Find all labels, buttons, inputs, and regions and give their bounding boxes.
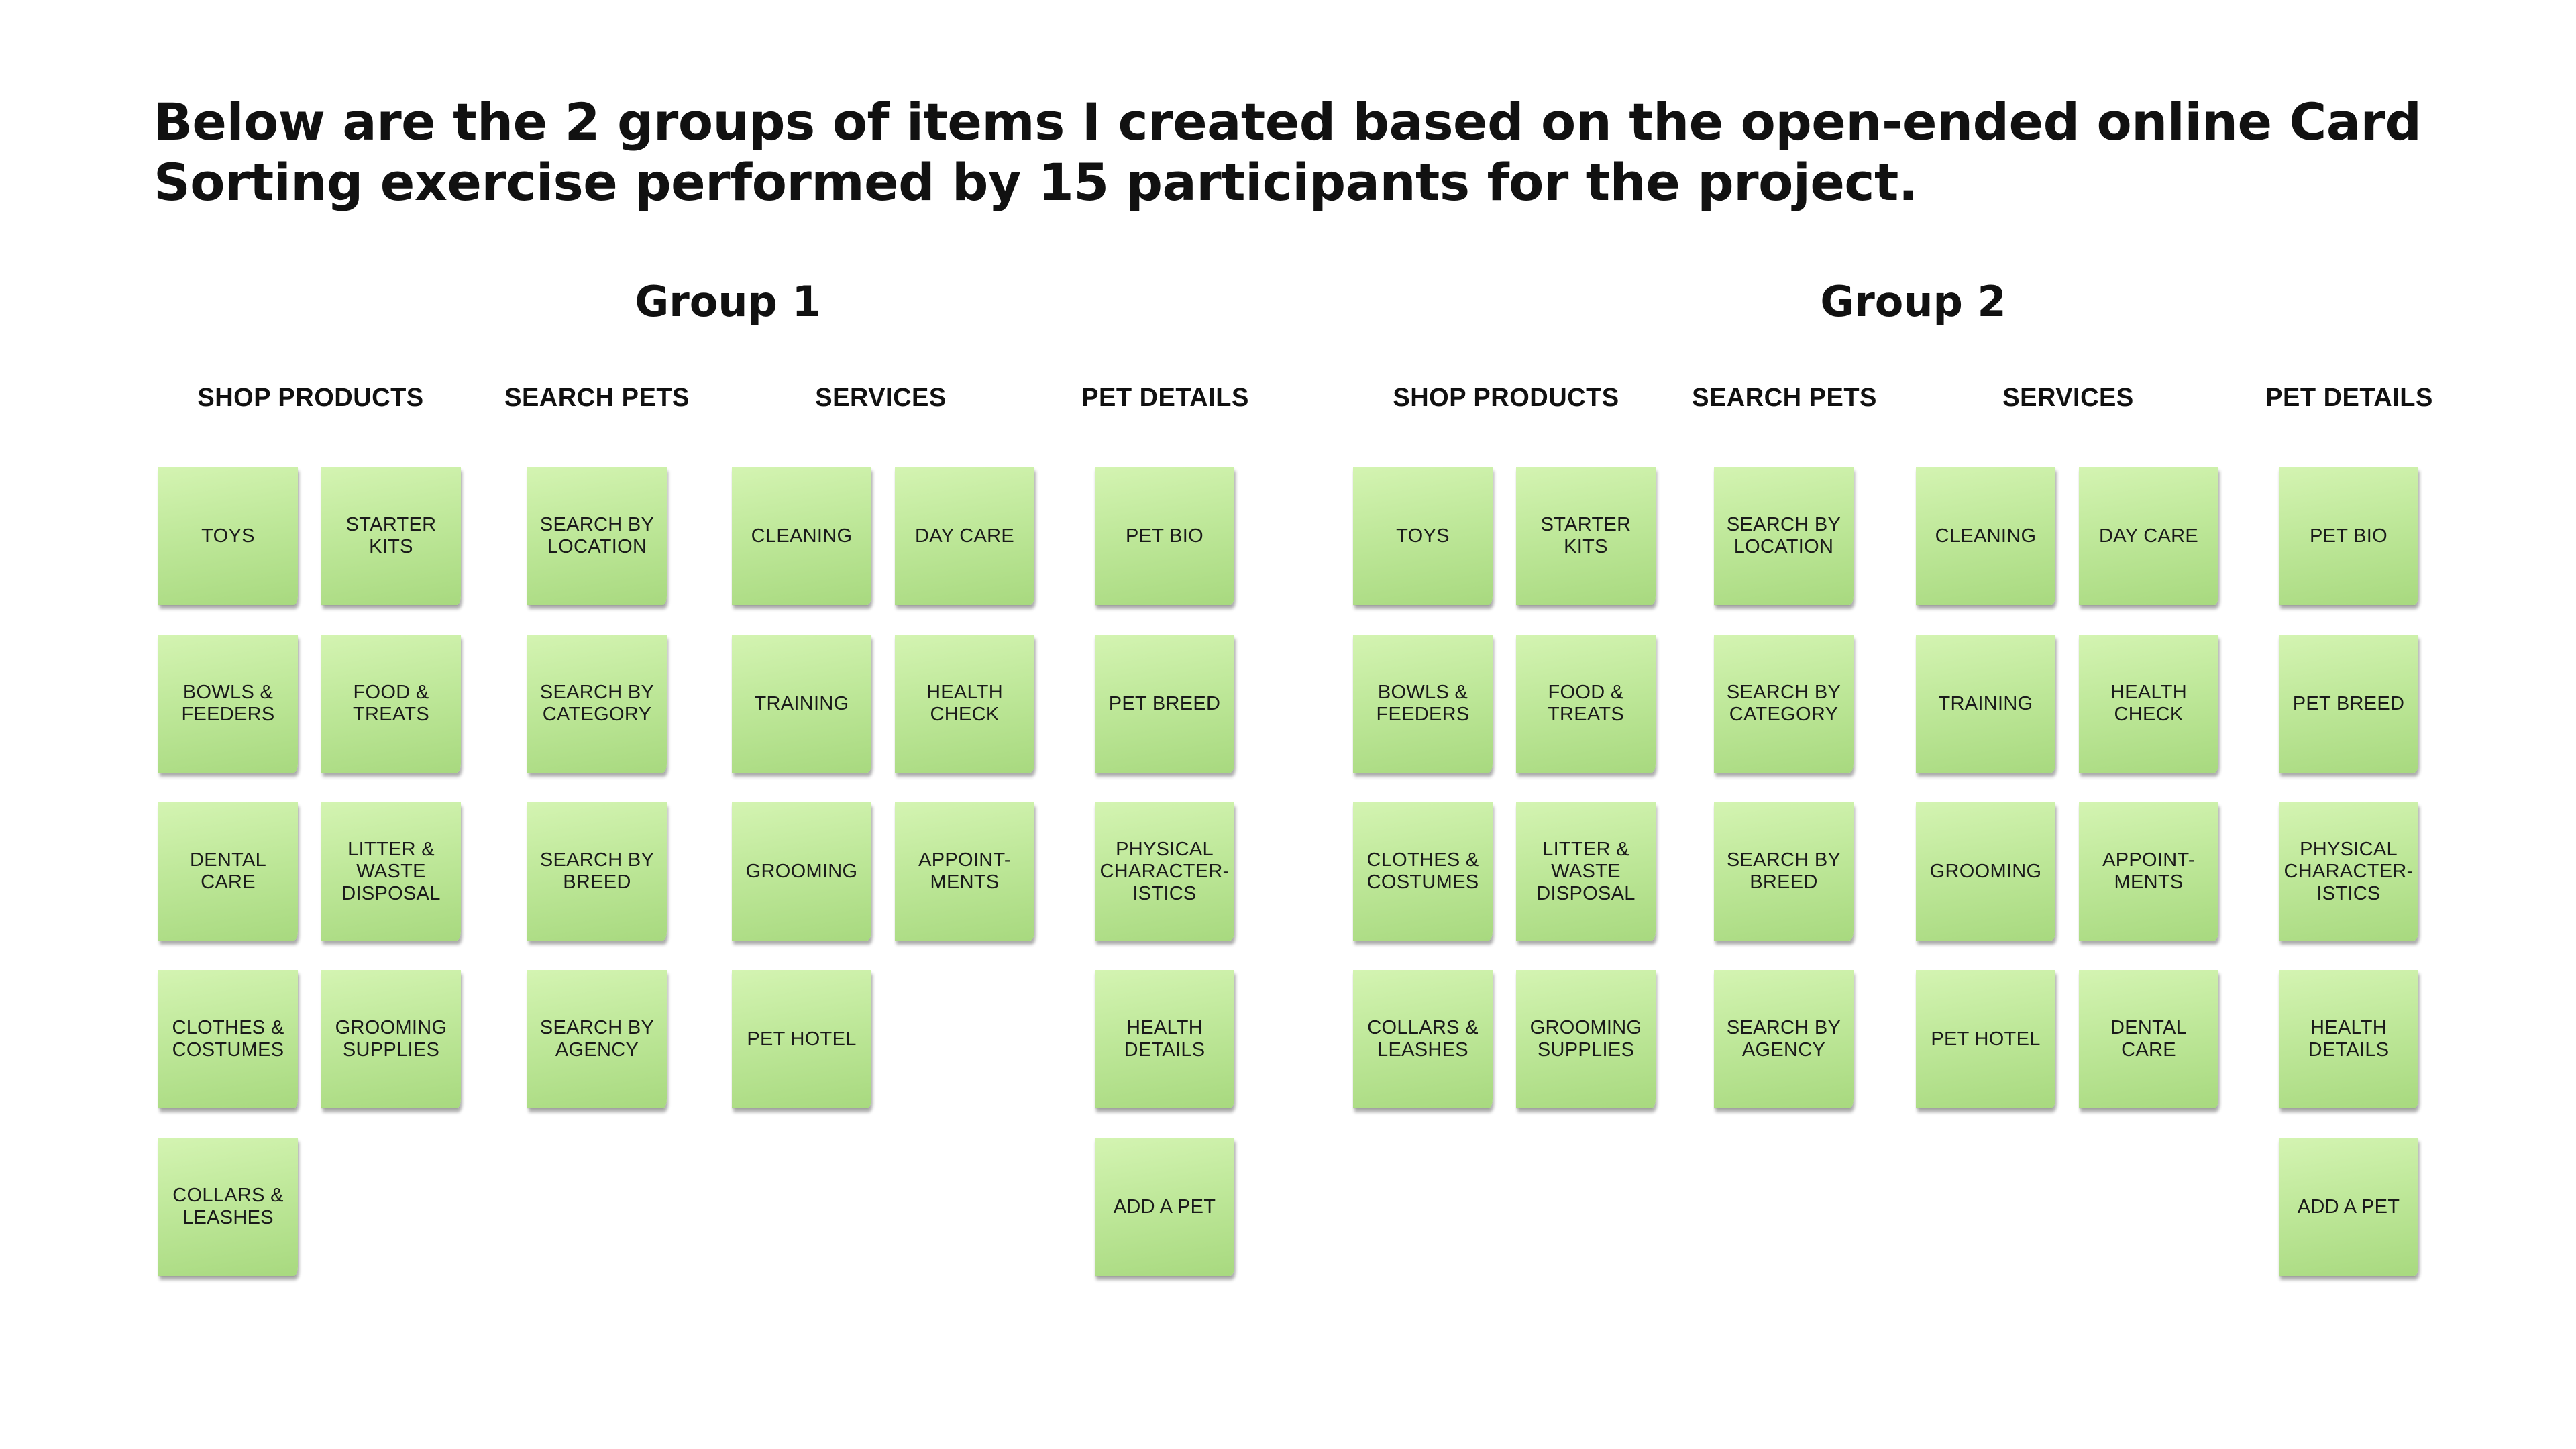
group-title-1: Group 1 [635,277,821,326]
group-title-2: Group 2 [1820,277,2006,326]
sticky-note-card[interactable]: SEARCH BY BREED [527,802,667,941]
category-title: SERVICES [815,384,947,412]
sticky-note-card[interactable]: HEALTH CHECK [2079,635,2218,773]
sticky-note-card[interactable]: SEARCH BY AGENCY [527,970,667,1108]
sticky-note-card[interactable]: HEALTH CHECK [895,635,1034,773]
sticky-note-card[interactable]: TRAINING [1916,635,2055,773]
sticky-note-card[interactable]: DENTAL CARE [158,802,298,941]
sticky-note-card[interactable]: PET BIO [2279,467,2418,605]
sticky-note-card[interactable]: DAY CARE [2079,467,2218,605]
sticky-note-card[interactable]: GROOMING SUPPLIES [1516,970,1656,1108]
sticky-note-card[interactable]: TOYS [1353,467,1493,605]
sticky-note-card[interactable]: DAY CARE [895,467,1034,605]
sticky-note-card[interactable]: SEARCH BY AGENCY [1714,970,1854,1108]
sticky-note-card[interactable]: PET BREED [2279,635,2418,773]
sticky-note-card[interactable]: CLOTHES & COSTUMES [1353,802,1493,941]
sticky-note-card[interactable]: COLLARS & LEASHES [158,1138,298,1276]
category-title: PET DETAILS [1081,384,1249,412]
sticky-note-card[interactable]: PHYSICAL CHARACTER- ISTICS [1095,802,1234,941]
sticky-note-card[interactable]: BOWLS & FEEDERS [1353,635,1493,773]
category-title: SEARCH PETS [1692,384,1877,412]
sticky-note-card[interactable]: PHYSICAL CHARACTER- ISTICS [2279,802,2418,941]
sticky-note-card[interactable]: GROOMING SUPPLIES [321,970,461,1108]
sticky-note-card[interactable]: LITTER & WASTE DISPOSAL [1516,802,1656,941]
sticky-note-card[interactable]: GROOMING [1916,802,2055,941]
sticky-note-card[interactable]: PET BREED [1095,635,1234,773]
sticky-note-card[interactable]: CLEANING [732,467,871,605]
sticky-note-card[interactable]: GROOMING [732,802,871,941]
sticky-note-card[interactable]: LITTER & WASTE DISPOSAL [321,802,461,941]
sticky-note-card[interactable]: STARTER KITS [1516,467,1656,605]
sticky-note-card[interactable]: SEARCH BY BREED [1714,802,1854,941]
category-title: SEARCH PETS [504,384,690,412]
sticky-note-card[interactable]: PET HOTEL [1916,970,2055,1108]
sticky-note-card[interactable]: ADD A PET [1095,1138,1234,1276]
sticky-note-card[interactable]: SEARCH BY CATEGORY [527,635,667,773]
category-title: SHOP PRODUCTS [197,384,424,412]
sticky-note-card[interactable]: DENTAL CARE [2079,970,2218,1108]
page-title: Below are the 2 groups of items I create… [154,92,2422,212]
sticky-note-card[interactable]: TRAINING [732,635,871,773]
sticky-note-card[interactable]: APPOINT- MENTS [2079,802,2218,941]
sticky-note-card[interactable]: SEARCH BY LOCATION [527,467,667,605]
sticky-note-card[interactable]: PET BIO [1095,467,1234,605]
category-title: PET DETAILS [2265,384,2433,412]
sticky-note-card[interactable]: COLLARS & LEASHES [1353,970,1493,1108]
sticky-note-card[interactable]: ADD A PET [2279,1138,2418,1276]
sticky-note-card[interactable]: SEARCH BY LOCATION [1714,467,1854,605]
sticky-note-card[interactable]: HEALTH DETAILS [2279,970,2418,1108]
sticky-note-card[interactable]: CLEANING [1916,467,2055,605]
sticky-note-card[interactable]: HEALTH DETAILS [1095,970,1234,1108]
category-title: SHOP PRODUCTS [1393,384,1619,412]
sticky-note-card[interactable]: STARTER KITS [321,467,461,605]
sticky-note-card[interactable]: BOWLS & FEEDERS [158,635,298,773]
sticky-note-card[interactable]: PET HOTEL [732,970,871,1108]
sticky-note-card[interactable]: CLOTHES & COSTUMES [158,970,298,1108]
sticky-note-card[interactable]: FOOD & TREATS [1516,635,1656,773]
sticky-note-card[interactable]: SEARCH BY CATEGORY [1714,635,1854,773]
category-title: SERVICES [2002,384,2134,412]
sticky-note-card[interactable]: APPOINT- MENTS [895,802,1034,941]
sticky-note-card[interactable]: FOOD & TREATS [321,635,461,773]
sticky-note-card[interactable]: TOYS [158,467,298,605]
